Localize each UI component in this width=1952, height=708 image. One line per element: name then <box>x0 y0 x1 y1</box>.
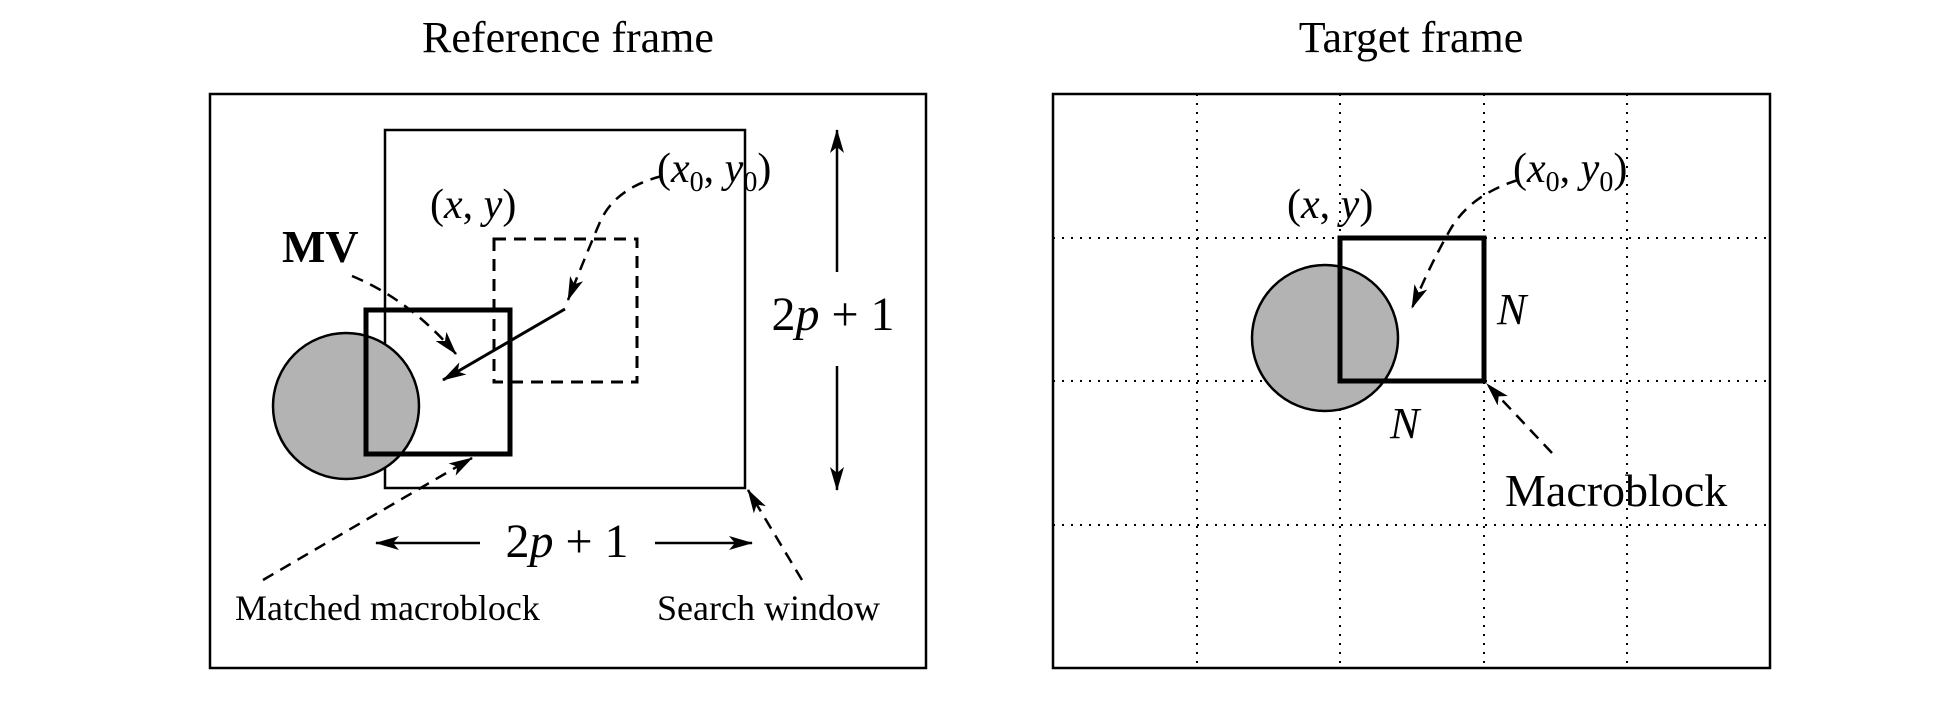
mv-pointer <box>351 274 457 355</box>
target-frame-border <box>1051 92 1772 670</box>
object-circle-target <box>1250 263 1400 413</box>
xy-label-target: (x, y) <box>1287 182 1373 228</box>
x0y0-pointer-reference <box>566 174 663 301</box>
x0y0-label-target: (x0, y0) <box>1513 146 1627 198</box>
matched-macroblock-pointer <box>262 456 473 582</box>
target-frame-panel: Target frame (x, y) (x0, y0) N N <box>1051 13 1772 670</box>
reference-frame-border <box>208 92 928 670</box>
target-macroblock <box>1337 235 1487 384</box>
colocated-block-dashed <box>492 237 639 384</box>
target-frame-title: Target frame <box>1299 13 1524 62</box>
n-label-bottom: N <box>1389 399 1422 448</box>
search-window-pointer <box>746 489 804 581</box>
macroblock-grid <box>1053 94 1770 668</box>
x0y0-label-reference: (x0, y0) <box>657 146 771 198</box>
x0y0-pointer-target <box>1410 178 1519 309</box>
object-circle-reference <box>271 331 421 481</box>
motion-vector-arrow <box>442 307 566 382</box>
matched-macroblock <box>363 307 513 457</box>
vertical-dimension-label: 2p + 1 <box>771 288 894 341</box>
matched-macroblock-label: Matched macroblock <box>235 588 540 628</box>
reference-frame-panel: Reference frame MV (x, y) (x0, y0) 2p + … <box>208 13 928 670</box>
horizontal-dimension-label: 2p + 1 <box>505 515 628 568</box>
mv-label: MV <box>282 221 359 272</box>
xy-label-reference: (x, y) <box>430 182 516 228</box>
reference-frame-title: Reference frame <box>422 13 714 62</box>
macroblock-label: Macroblock <box>1505 465 1727 516</box>
search-window-label: Search window <box>657 588 880 628</box>
macroblock-pointer <box>1486 383 1553 454</box>
n-label-side: N <box>1496 285 1529 334</box>
